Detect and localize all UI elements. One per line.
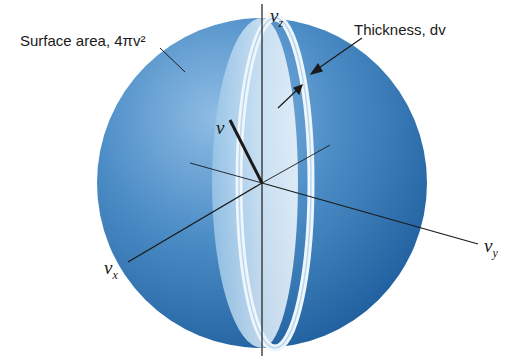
axis-label: vx [104, 258, 118, 281]
shell-ring-edge [239, 18, 311, 348]
radius-line [230, 120, 262, 183]
axes [128, 4, 478, 356]
thickness-arrows [278, 38, 362, 108]
leader-line [160, 48, 185, 72]
shell-ring [239, 18, 311, 348]
axis-label: vy [484, 236, 498, 259]
surface-area-label: Surface area, 4πv² [20, 33, 145, 48]
cut-face [212, 18, 298, 348]
thickness-label: Thickness, dv [354, 22, 446, 37]
radius-label: v [216, 118, 224, 137]
axis-label: vz [270, 6, 283, 29]
